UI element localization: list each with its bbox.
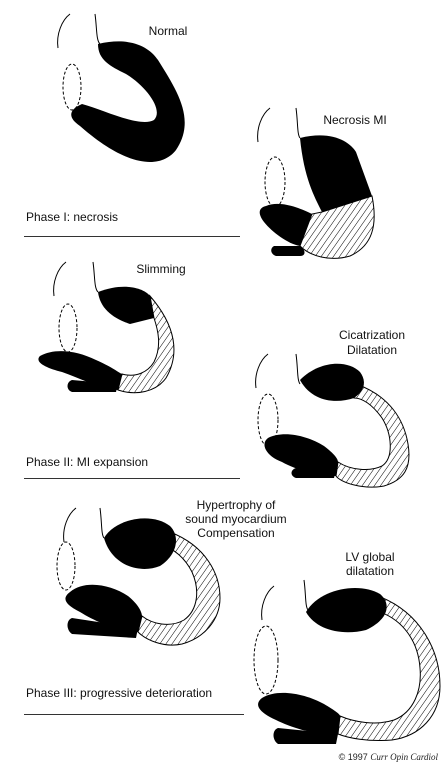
label-necrosis-mi: Necrosis MI [300,113,410,127]
label-dilatation: Dilatation [312,343,432,357]
phase-2-label: Phase II: MI expansion [26,455,148,469]
label-lv-global-line1: LV global [320,550,420,564]
copyright-notice: © 1997 Curr Opin Cardiol [339,752,438,762]
copyright-journal: Curr Opin Cardiol [370,752,438,762]
phase-2-rule [24,478,240,479]
heart-lv-global-dilatation [254,580,440,744]
label-slimming: Slimming [116,262,206,276]
phase-1-label: Phase I: necrosis [26,210,118,224]
label-hypertrophy-line3: Compensation [166,526,306,540]
label-hypertrophy-line2: sound myocardium [166,512,306,526]
phase-1-rule [24,236,240,237]
label-cicatrization: Cicatrization [312,328,432,342]
label-normal: Normal [120,24,216,38]
label-lv-global-line2: dilatation [320,564,420,578]
label-hypertrophy-line1: Hypertrophy of [166,498,306,512]
heart-necrosis-mi [258,108,375,258]
heart-cicatrization-dilatation [256,354,409,487]
phase-3-label: Phase III: progressive deterioration [26,686,212,700]
phase-3-rule [24,714,244,715]
heart-slimming [38,262,174,393]
copyright-year: © 1997 [339,752,368,762]
